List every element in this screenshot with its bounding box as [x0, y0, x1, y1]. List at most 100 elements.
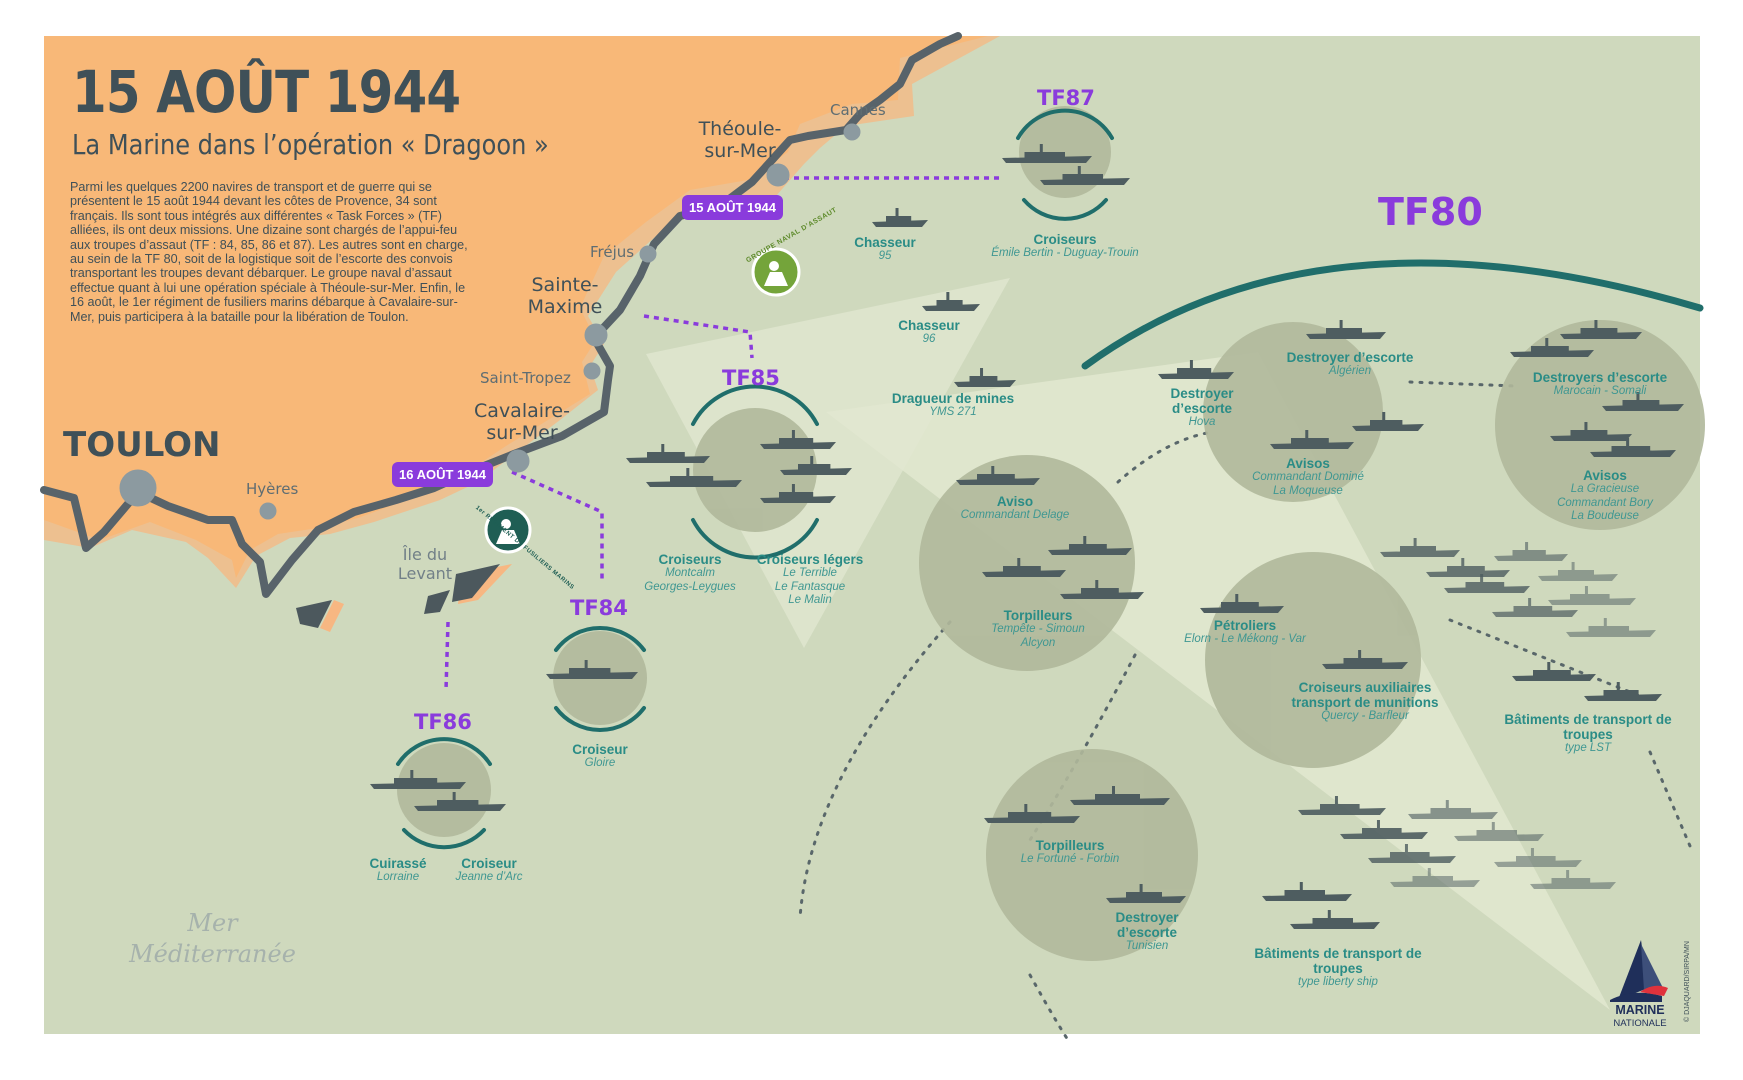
place-cannes: Cannes	[830, 101, 886, 119]
ship-silhouette	[1550, 422, 1632, 441]
ship-silhouette	[1262, 882, 1352, 901]
date-badge-aug15: 15 AOÛT 1944	[682, 195, 783, 220]
place-toulon: TOULON	[63, 425, 221, 465]
island-2	[296, 600, 332, 628]
ship-circles	[397, 106, 1705, 961]
place-ile-du-levant: Île du Levant	[397, 545, 453, 583]
marker-cavalaire	[506, 449, 530, 473]
place-theoule: Théoule-sur-Mer	[698, 118, 782, 162]
caption-tf80-hova: Destroyer d’escorte Hova	[1170, 386, 1234, 428]
ship-silhouette	[1390, 868, 1480, 887]
ship-silhouette	[872, 208, 928, 227]
caption-tf84-croiseur: Croiseur Gloire	[572, 742, 628, 769]
island-2-shadow	[320, 600, 344, 632]
caption-tf80-marocain: Destroyers d’escorte Marocain - Somali	[1532, 370, 1668, 397]
ship-silhouette	[1048, 536, 1132, 555]
page-subtitle: La Marine dans l’opération « Dragoon »	[72, 128, 549, 161]
ship-silhouette	[1040, 166, 1130, 185]
island-levant	[452, 564, 500, 602]
ship-silhouette	[760, 430, 836, 449]
marker-sainte-maxime	[584, 323, 608, 347]
ship-silhouette	[1494, 542, 1568, 561]
marker-hyeres	[259, 502, 277, 520]
ship-silhouette	[414, 792, 506, 811]
light-beam-tf85	[646, 278, 1010, 648]
emblem-groupe-naval	[751, 247, 801, 297]
marker-cannes	[843, 123, 861, 141]
intro-paragraph: Parmi les quelques 2200 navires de trans…	[70, 180, 468, 324]
emblem-regiment	[484, 506, 532, 554]
island-1	[424, 590, 450, 614]
ship-silhouette	[984, 804, 1080, 823]
ship-silhouette	[626, 444, 710, 463]
caption-tf85-croiseurs: Croiseurs Montcalm Georges-Leygues	[644, 552, 736, 593]
ship-silhouette	[780, 456, 852, 475]
ship-silhouette	[1352, 412, 1424, 431]
caption-tf80-avisos-1: Avisos Commandant Dominé La Moqueuse	[1252, 456, 1364, 497]
caption-tf80-tunisien: Destroyer d’escorte Tunisien	[1115, 910, 1179, 952]
ship-silhouette	[1548, 586, 1636, 605]
coastline	[40, 32, 962, 598]
ship-silhouette	[1590, 438, 1676, 457]
ship-silhouette	[1060, 580, 1144, 599]
ship-silhouette	[1426, 558, 1510, 577]
tf80-label: TF80	[1378, 190, 1483, 234]
ship-silhouette	[1510, 338, 1594, 357]
ship-silhouette	[1538, 562, 1618, 581]
caption-tf85-croiseurs-legers: Croiseurs légers Le Terrible Le Fantasqu…	[756, 552, 864, 606]
place-frejus: Fréjus	[590, 243, 635, 261]
ship-silhouette	[1200, 594, 1284, 613]
ship-silhouette	[1584, 682, 1662, 701]
ship-silhouette	[956, 466, 1040, 485]
caption-tf80-algerien: Destroyer d’escorte Algérien	[1286, 350, 1414, 377]
ship-silhouette	[1106, 884, 1186, 903]
place-cavalaire: Cavalaire-sur-Mer	[474, 400, 570, 444]
date-badge-aug16: 16 AOÛT 1944	[392, 462, 493, 487]
ship-silhouettes	[370, 144, 1684, 929]
ship-silhouette	[1002, 144, 1092, 163]
ship-silhouette	[546, 660, 638, 679]
task-force-links	[444, 176, 1000, 691]
ship-silhouette	[646, 468, 742, 487]
ship-silhouette	[1306, 320, 1386, 339]
ship-silhouette	[1380, 538, 1460, 557]
credit: © DJAQUARD/SIRPA/MN	[1684, 941, 1691, 1022]
ship-silhouette	[1512, 662, 1596, 681]
tf85-label: TF85	[722, 366, 780, 390]
tf-brackets	[396, 108, 1114, 850]
ship-silhouette	[1492, 598, 1578, 617]
caption-tf80-avisos-2: Avisos La Gracieuse Commandant Bory La B…	[1557, 468, 1653, 522]
ship-silhouette	[1530, 870, 1616, 889]
caption-tf80-torpilleurs-1: Torpilleurs Tempête - Simoun Alcyon	[991, 608, 1085, 649]
caption-tf80-torpilleurs-2: Torpilleurs Le Fortuné - Forbin	[1020, 838, 1120, 865]
ship-silhouette	[1408, 800, 1498, 819]
caption-tf80-liberty: Bâtiments de transport de troupes type l…	[1254, 946, 1422, 988]
tf87-label: TF87	[1037, 86, 1095, 110]
marker-toulon	[119, 469, 157, 507]
caption-chasseur-96: Chasseur 96	[898, 318, 960, 345]
marine-logo-icon	[1610, 940, 1668, 1002]
ship-silhouette	[1070, 786, 1170, 805]
tf84-label: TF84	[570, 596, 628, 620]
place-sea: Mer Méditerranée	[129, 909, 296, 968]
caption-dragueur: Dragueur de mines YMS 271	[891, 391, 1015, 418]
caption-tf87-croiseurs: Croiseurs Émile Bertin - Duguay-Trouin	[991, 232, 1139, 259]
caption-tf86-croiseur: Croiseur Jeanne d’Arc	[455, 856, 523, 883]
caption-tf80-aviso-delage: Aviso Commandant Delage	[960, 494, 1070, 521]
marker-frejus	[639, 245, 657, 263]
ship-silhouette	[1368, 844, 1456, 863]
caption-tf80-croiseurs-auxiliaires: Croiseurs auxiliaires transport de munit…	[1291, 680, 1439, 722]
ship-silhouette	[1158, 360, 1234, 379]
ship-silhouette	[1290, 910, 1380, 929]
ship-silhouette	[1298, 796, 1386, 815]
ship-silhouette	[1322, 650, 1408, 669]
place-sainte-maxime: Sainte-Maxime	[527, 274, 603, 318]
caption-chasseur-95: Chasseur 95	[854, 235, 916, 262]
marker-saint-tropez	[583, 362, 601, 380]
marine-logo-text: MARINE NATIONALE	[1613, 1003, 1667, 1030]
ship-silhouette	[954, 368, 1016, 387]
ship-silhouette	[1444, 574, 1530, 593]
town-markers	[119, 123, 861, 520]
ship-silhouette	[1602, 392, 1684, 411]
